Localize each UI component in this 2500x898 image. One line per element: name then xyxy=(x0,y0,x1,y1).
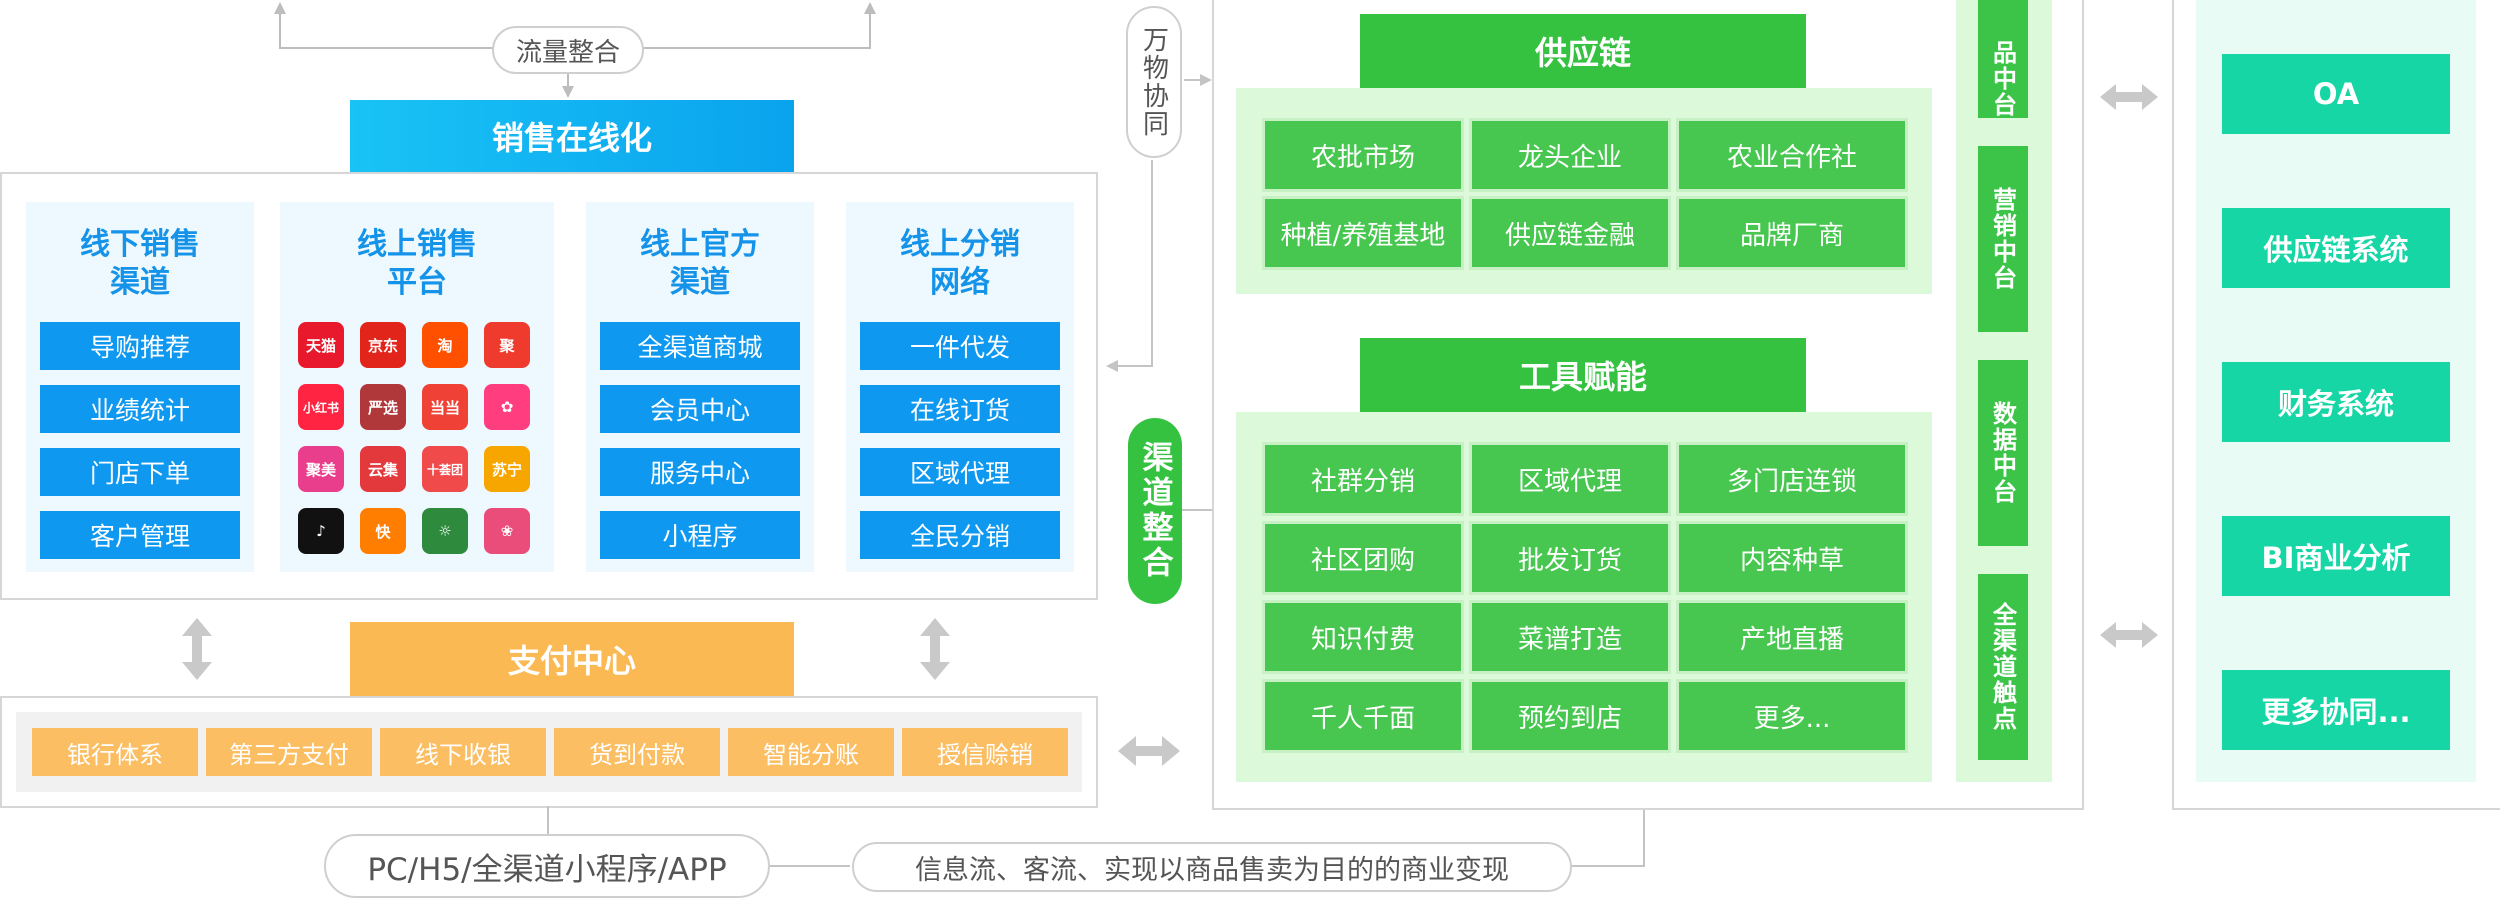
taobao-icon[interactable]: 淘 xyxy=(422,322,468,368)
marketing-platform-block[interactable]: 营销中台 xyxy=(1978,146,2028,332)
system-button-more[interactable]: 更多协同... xyxy=(2222,670,2450,750)
platform-app-grid: 天猫京东淘聚小红书严选当当 ✿ 聚美云集十荟团苏宁 ♪ 快 ☼ ❀ xyxy=(298,322,538,562)
access-channels-pill: PC/H5/全渠道小程序/APP xyxy=(324,834,770,898)
business-description-pill: 信息流、客流、实现以商品售卖为目的的商业变现 xyxy=(852,842,1572,892)
payment-item-button[interactable]: 货到付款 xyxy=(554,728,720,776)
collab-connector-lines xyxy=(1106,74,1212,372)
channel-item-button[interactable]: 区域代理 xyxy=(860,448,1060,496)
tmall-icon[interactable]: 天猫 xyxy=(298,322,344,368)
collab-label: 万物协同 xyxy=(1138,26,1169,138)
tool-item-button[interactable]: 社群分销 xyxy=(1262,442,1464,516)
supply-item-button[interactable]: 龙头企业 xyxy=(1469,118,1671,192)
tool-item-button[interactable]: 更多... xyxy=(1676,679,1908,753)
bottom-connector-lines xyxy=(547,806,1645,867)
yanxuan-icon[interactable]: 严选 xyxy=(360,384,406,430)
channel-item-button[interactable]: 在线订货 xyxy=(860,385,1060,433)
supply-item-button[interactable]: 农批市场 xyxy=(1262,118,1464,192)
channel-item-button[interactable]: 门店下单 xyxy=(40,448,240,496)
channel-item-button[interactable]: 小程序 xyxy=(600,511,800,559)
channel-item-button[interactable]: 会员中心 xyxy=(600,385,800,433)
juhuasuan-icon[interactable]: 聚 xyxy=(484,322,530,368)
official-channel-title: 线上官方 渠道 xyxy=(640,227,760,300)
offline-sales-title: 线下销售 渠道 xyxy=(80,227,200,300)
payment-item-button[interactable]: 线下收银 xyxy=(380,728,546,776)
jumei-icon[interactable]: 聚美 xyxy=(298,446,344,492)
douyin-icon[interactable]: ♪ xyxy=(298,508,344,554)
flower-app-icon[interactable]: ✿ xyxy=(484,384,530,430)
system-button-finance[interactable]: 财务系统 xyxy=(2222,362,2450,442)
tool-item-button[interactable]: 知识付费 xyxy=(1262,600,1464,674)
omnichannel-touchpoint-block[interactable]: 全渠道触点 xyxy=(1978,574,2028,760)
up-down-arrow-icon xyxy=(182,618,212,680)
tool-item-button[interactable]: 菜谱打造 xyxy=(1469,600,1671,674)
tool-item-button[interactable]: 内容种草 xyxy=(1676,521,1908,595)
payment-item-button[interactable]: 银行体系 xyxy=(32,728,198,776)
xiaohongshu-icon[interactable]: 小红书 xyxy=(298,384,344,430)
up-down-arrow-icon xyxy=(920,618,950,680)
channel-item-button[interactable]: 业绩统计 xyxy=(40,385,240,433)
tool-item-button[interactable]: 产地直播 xyxy=(1676,600,1908,674)
jd-icon[interactable]: 京东 xyxy=(360,322,406,368)
pink-flower-icon[interactable]: ❀ xyxy=(484,508,530,554)
channel-integration-pill: 渠道整合 xyxy=(1128,418,1182,604)
channel-item-button[interactable]: 全民分销 xyxy=(860,511,1060,559)
product-platform-block[interactable]: 品中台 xyxy=(1978,0,2028,118)
tool-item-button[interactable]: 预约到店 xyxy=(1469,679,1671,753)
left-right-arrow-icon xyxy=(2100,84,2158,110)
channel-integration-label: 渠道整合 xyxy=(1136,441,1173,581)
online-platform-title: 线上销售 平台 xyxy=(357,227,477,300)
supply-item-button[interactable]: 供应链金融 xyxy=(1469,196,1671,270)
tool-item-button[interactable]: 批发订货 xyxy=(1469,521,1671,595)
supply-chain-title: 供应链 xyxy=(1360,14,1806,88)
payment-item-button[interactable]: 智能分账 xyxy=(728,728,894,776)
system-button-oa[interactable]: OA xyxy=(2222,54,2450,134)
system-button-supply-chain[interactable]: 供应链系统 xyxy=(2222,208,2450,288)
shihuituan-icon[interactable]: 十荟团 xyxy=(422,446,468,492)
sales-online-bar: 销售在线化 xyxy=(350,100,794,172)
collab-pill: 万物协同 xyxy=(1126,6,1182,158)
channel-item-button[interactable]: 客户管理 xyxy=(40,511,240,559)
tool-item-button[interactable]: 社区团购 xyxy=(1262,521,1464,595)
supply-item-button[interactable]: 农业合作社 xyxy=(1676,118,1908,192)
channel-item-button[interactable]: 导购推荐 xyxy=(40,322,240,370)
supply-item-button[interactable]: 种植/养殖基地 xyxy=(1262,196,1464,270)
supply-item-button[interactable]: 品牌厂商 xyxy=(1676,196,1908,270)
channel-item-button[interactable]: 服务中心 xyxy=(600,448,800,496)
system-button-bi[interactable]: BI商业分析 xyxy=(2222,516,2450,596)
tool-item-button[interactable]: 多门店连锁 xyxy=(1676,442,1908,516)
suning-icon[interactable]: 苏宁 xyxy=(484,446,530,492)
distribution-title: 线上分销 网络 xyxy=(900,227,1020,300)
tools-title: 工具赋能 xyxy=(1360,338,1806,412)
yunji-icon[interactable]: 云集 xyxy=(360,446,406,492)
left-right-arrow-icon xyxy=(2100,622,2158,648)
channel-item-button[interactable]: 全渠道商城 xyxy=(600,322,800,370)
channel-item-button[interactable]: 一件代发 xyxy=(860,322,1060,370)
data-platform-block[interactable]: 数据中台 xyxy=(1978,360,2028,546)
tool-item-button[interactable]: 区域代理 xyxy=(1469,442,1671,516)
sun-app-icon[interactable]: ☼ xyxy=(422,508,468,554)
flow-integration-label: 流量整合 xyxy=(492,26,644,74)
payment-item-button[interactable]: 授信赊销 xyxy=(902,728,1068,776)
left-right-arrow-icon xyxy=(1118,736,1180,766)
dangdang-icon[interactable]: 当当 xyxy=(422,384,468,430)
integration-connector-line xyxy=(1182,509,1214,511)
payment-item-button[interactable]: 第三方支付 xyxy=(206,728,372,776)
payment-center-bar: 支付中心 xyxy=(350,622,794,696)
tool-item-button[interactable]: 千人千面 xyxy=(1262,679,1464,753)
kuaishou-icon[interactable]: 快 xyxy=(360,508,406,554)
